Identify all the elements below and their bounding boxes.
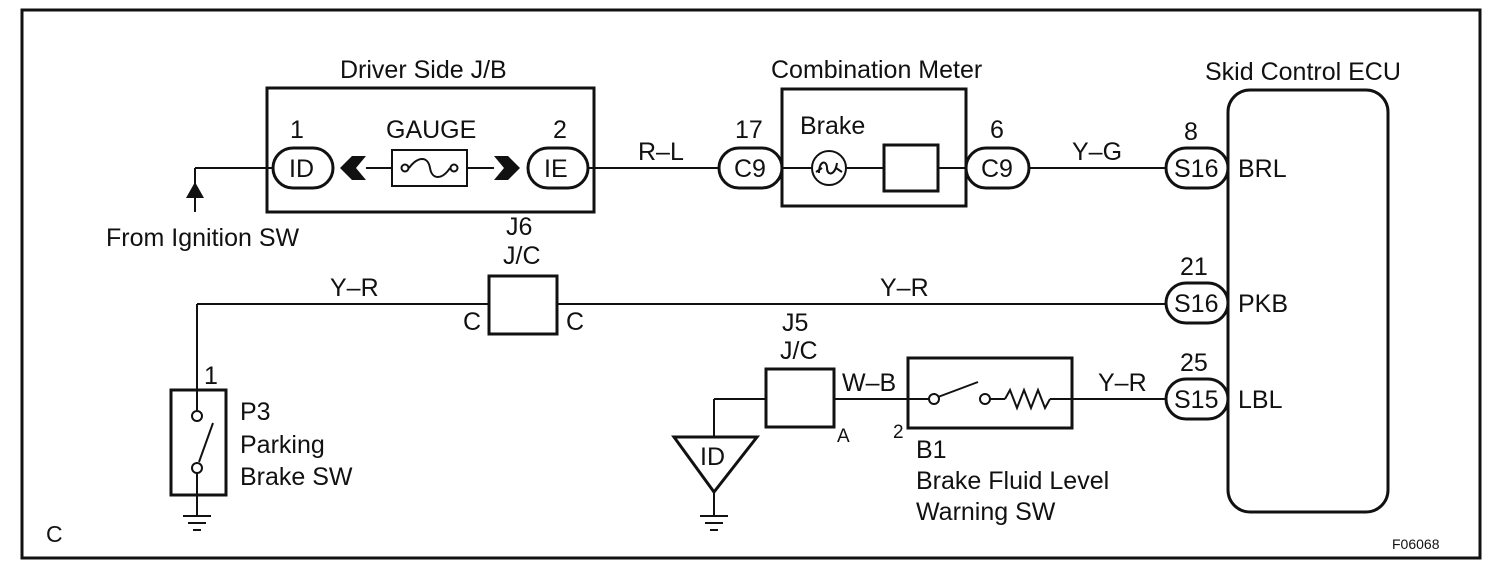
fluid-sw-box	[906, 356, 1074, 430]
j5-id: J5	[782, 309, 808, 337]
switch-contact-icon	[191, 390, 214, 495]
wire-yr-left-label: Y–R	[330, 274, 379, 302]
brake-lamp-icon	[811, 150, 847, 186]
j5-type: J/C	[780, 337, 818, 365]
jb-pin-1-number: 1	[290, 116, 304, 144]
parking-sw-name-1: Parking	[240, 431, 325, 459]
ground-icon	[700, 492, 728, 531]
jb-ie-label: IE	[544, 155, 568, 183]
parking-brake-switch: 1 P3 Parking Brake SW	[169, 362, 353, 497]
fuse-label: GAUGE	[386, 116, 476, 144]
meter-in-pin-number: 17	[735, 116, 763, 144]
driver-jb-box	[265, 86, 596, 214]
fluid-sw-name-1: Brake Fluid Level	[916, 467, 1109, 495]
j5-box	[764, 367, 836, 429]
driver-jb-title: Driver Side J/B	[340, 56, 507, 84]
j6-pin-left: C	[463, 308, 481, 336]
meter-out-connector-label: C9	[981, 155, 1013, 183]
ecu-pkb-connector-label: S16	[1174, 290, 1218, 318]
j6-id: J6	[506, 213, 532, 241]
fuse-icon	[400, 158, 459, 178]
ecu-lbl-connector-label: S15	[1174, 386, 1218, 414]
figure-code: F06068	[1392, 536, 1440, 552]
wire-rl-label: R–L	[638, 138, 684, 166]
junction-connector-j6: J6 J/C C C	[463, 213, 584, 336]
ground-connector-id: ID	[671, 435, 761, 495]
ecu-brl-connector	[1164, 146, 1230, 190]
brake-fluid-level-switch: 2 B1 Brake Fluid Level Warning SW	[893, 356, 1109, 526]
meter-out-pin-number: 6	[990, 116, 1004, 144]
diagram-frame	[20, 8, 1482, 560]
combination-meter: Combination Meter 17 C9 Brake 6 C9	[717, 56, 1031, 208]
ecu-pin-pkb-number: 21	[1180, 253, 1208, 281]
ecu-pkb-terminal: PKB	[1238, 290, 1288, 318]
driver-side-jb: Driver Side J/B 1 ID GAUGE 2 IE	[265, 56, 596, 214]
jb-id-label: ID	[289, 155, 314, 183]
skid-control-ecu: Skid Control ECU 8 S16 BRL 21 S16 PKB 25…	[1164, 58, 1401, 514]
j6-pin-right: C	[566, 308, 584, 336]
j6-box	[487, 274, 559, 336]
ecu-lbl-terminal: LBL	[1238, 386, 1283, 414]
jb-left-terminal-icon	[340, 156, 366, 180]
j5-pin: A	[837, 426, 850, 447]
combination-meter-box	[780, 87, 968, 208]
combination-meter-title: Combination Meter	[771, 56, 982, 84]
ground-connector-label: ID	[700, 443, 725, 471]
fluid-sw-name-2: Warning SW	[916, 498, 1056, 526]
brake-lamp-label: Brake	[800, 112, 865, 140]
jb-right-terminal-icon	[494, 156, 520, 180]
wire-yg-label: Y–G	[1072, 138, 1122, 166]
ecu-brl-connector-label: S16	[1174, 155, 1218, 183]
jb-pin-2-number: 2	[553, 116, 567, 144]
meter-in-connector-label: C9	[734, 155, 766, 183]
parking-sw-id: P3	[240, 398, 271, 426]
wire-wb-label: W–B	[842, 369, 896, 397]
switch-resistor-icon	[908, 381, 1072, 411]
ignition-arrow-icon	[186, 182, 204, 198]
parking-sw-box	[169, 388, 228, 497]
wire-yr-right-label: Y–R	[1098, 369, 1147, 397]
fluid-sw-pin: 2	[893, 422, 904, 443]
junction-connector-j5: J5 J/C A	[764, 309, 850, 447]
ecu-brl-terminal: BRL	[1238, 155, 1287, 183]
ground-connector-triangle	[671, 435, 761, 495]
parking-sw-name-2: Brake SW	[240, 463, 353, 491]
j6-type: J/C	[503, 242, 541, 270]
wire-yr-mid-label: Y–R	[880, 274, 929, 302]
ecu-pin-brl-number: 8	[1184, 118, 1198, 146]
ecu-title: Skid Control ECU	[1205, 58, 1401, 86]
fluid-sw-id: B1	[916, 436, 947, 464]
meter-module-box	[882, 143, 940, 193]
ignition-label: From Ignition SW	[106, 224, 300, 252]
ecu-pin-lbl-number: 25	[1180, 349, 1208, 377]
parking-sw-pin: 1	[204, 362, 218, 390]
ground-icon	[183, 495, 211, 531]
frame-corner-label: C	[46, 521, 63, 547]
